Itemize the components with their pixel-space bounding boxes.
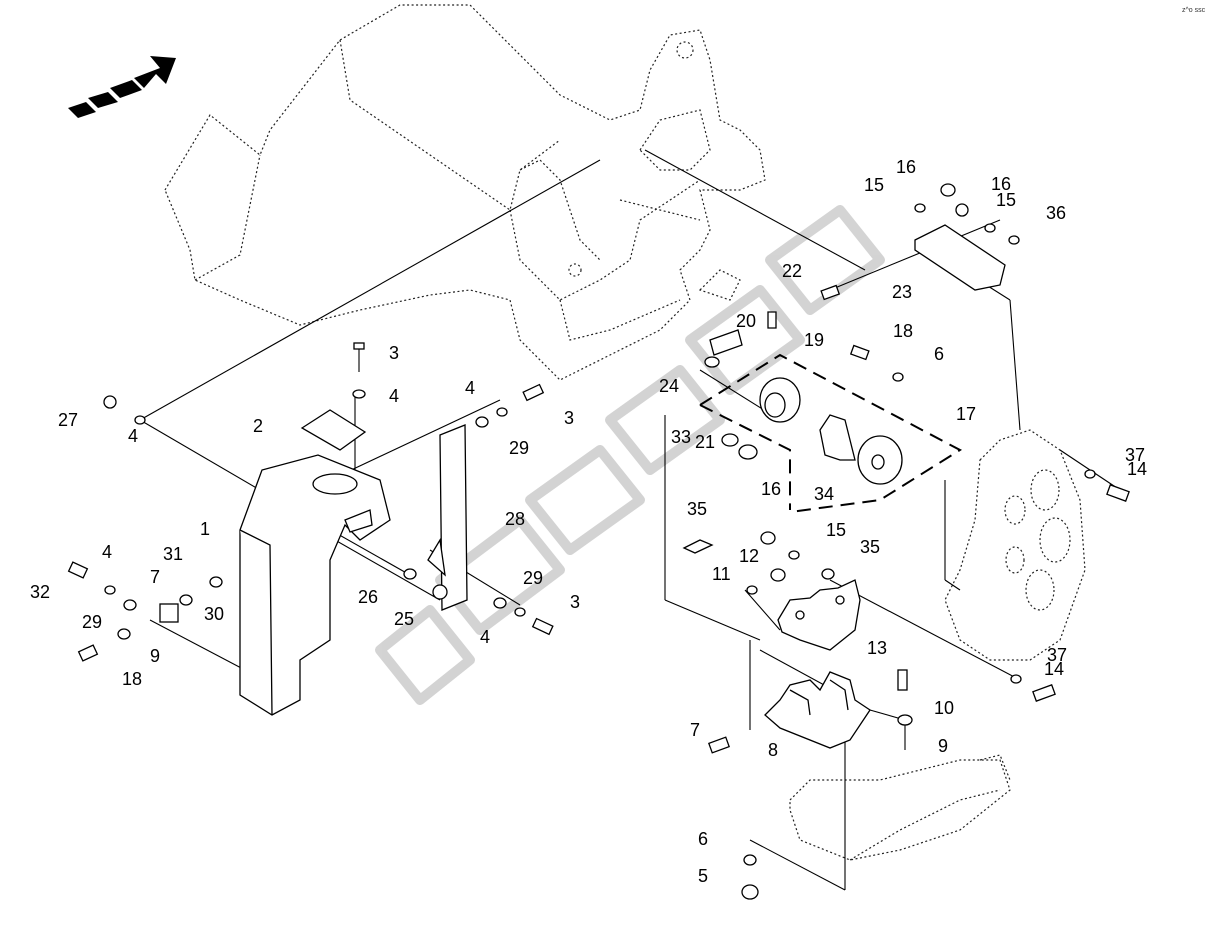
- callout-label: 7: [150, 567, 160, 587]
- callout-label: 30: [204, 604, 224, 624]
- part-1-cover: [239, 454, 391, 716]
- callout-label: 19: [804, 330, 824, 350]
- callout-label: 29: [523, 568, 543, 588]
- part-2-plate: [300, 409, 367, 451]
- callout-label: 32: [30, 582, 50, 602]
- callout-label: 3: [389, 343, 399, 363]
- callout-label: 18: [893, 321, 913, 341]
- part-23-strap: [914, 224, 1006, 291]
- callout-label: 25: [394, 609, 414, 629]
- part-8-bracket: [764, 671, 871, 749]
- fasteners: [67, 183, 1130, 900]
- callout-label: 29: [82, 612, 102, 632]
- callout-label: 35: [860, 537, 880, 557]
- callout-label: 24: [659, 376, 679, 396]
- callout-label: 37: [1125, 445, 1145, 465]
- callout-label: 4: [465, 378, 475, 398]
- corner-mark: z^o ssc: [1182, 7, 1206, 14]
- callout-label: 15: [996, 190, 1016, 210]
- callout-label: 15: [864, 175, 884, 195]
- callout-label: 23: [892, 282, 912, 302]
- callout-label: 3: [570, 592, 580, 612]
- callout-label: 20: [736, 311, 756, 331]
- callout-label: 16: [761, 479, 781, 499]
- callout-label: 16: [991, 174, 1011, 194]
- callout-label: 22: [782, 261, 802, 281]
- callout-label: 16: [896, 157, 916, 177]
- callout-label: 28: [505, 509, 525, 529]
- callout-label: 4: [102, 542, 112, 562]
- callout-label: 27: [58, 410, 78, 430]
- callout-label: 3: [564, 408, 574, 428]
- callout-label: 10: [934, 698, 954, 718]
- callout-label: 36: [1046, 203, 1066, 223]
- callout-label: 13: [867, 638, 887, 658]
- frame-outline: [164, 4, 1086, 861]
- callout-label: 37: [1047, 645, 1067, 665]
- callout-label: 35: [687, 499, 707, 519]
- coupling-assembly: [699, 311, 963, 513]
- callout-label: 29: [509, 438, 529, 458]
- callout-label: 2: [253, 416, 263, 436]
- callout-label: 4: [128, 426, 138, 446]
- callout-label: 26: [358, 587, 378, 607]
- callout-label: 21: [695, 432, 715, 452]
- callout-label: 6: [698, 829, 708, 849]
- watermark: [375, 205, 885, 705]
- callout-label: 12: [739, 546, 759, 566]
- callout-label: 14: [1127, 459, 1147, 479]
- callout-label: 18: [122, 669, 142, 689]
- callout-labels: 1 2 3 3 3 4 4 4 4 4 5 6 6 7 7 8 9 9 10 1…: [30, 157, 1147, 886]
- callout-label: 9: [150, 646, 160, 666]
- callout-label: 4: [389, 386, 399, 406]
- callout-label: 14: [1044, 659, 1064, 679]
- callout-label: 8: [768, 740, 778, 760]
- callout-label: 31: [163, 544, 183, 564]
- callout-label: 34: [814, 484, 834, 504]
- callout-label: 9: [938, 736, 948, 756]
- part-28-plate: [427, 424, 468, 611]
- direction-arrow-icon: [68, 56, 176, 118]
- callout-label: 17: [956, 404, 976, 424]
- callout-label: 4: [480, 627, 490, 647]
- callout-label: 7: [690, 720, 700, 740]
- callout-label: 33: [671, 427, 691, 447]
- callout-label: 5: [698, 866, 708, 886]
- callout-label: 6: [934, 344, 944, 364]
- callout-label: 1: [200, 519, 210, 539]
- callout-label: 11: [712, 564, 731, 584]
- part-13-bracket: [777, 579, 861, 651]
- callout-label: 15: [826, 520, 846, 540]
